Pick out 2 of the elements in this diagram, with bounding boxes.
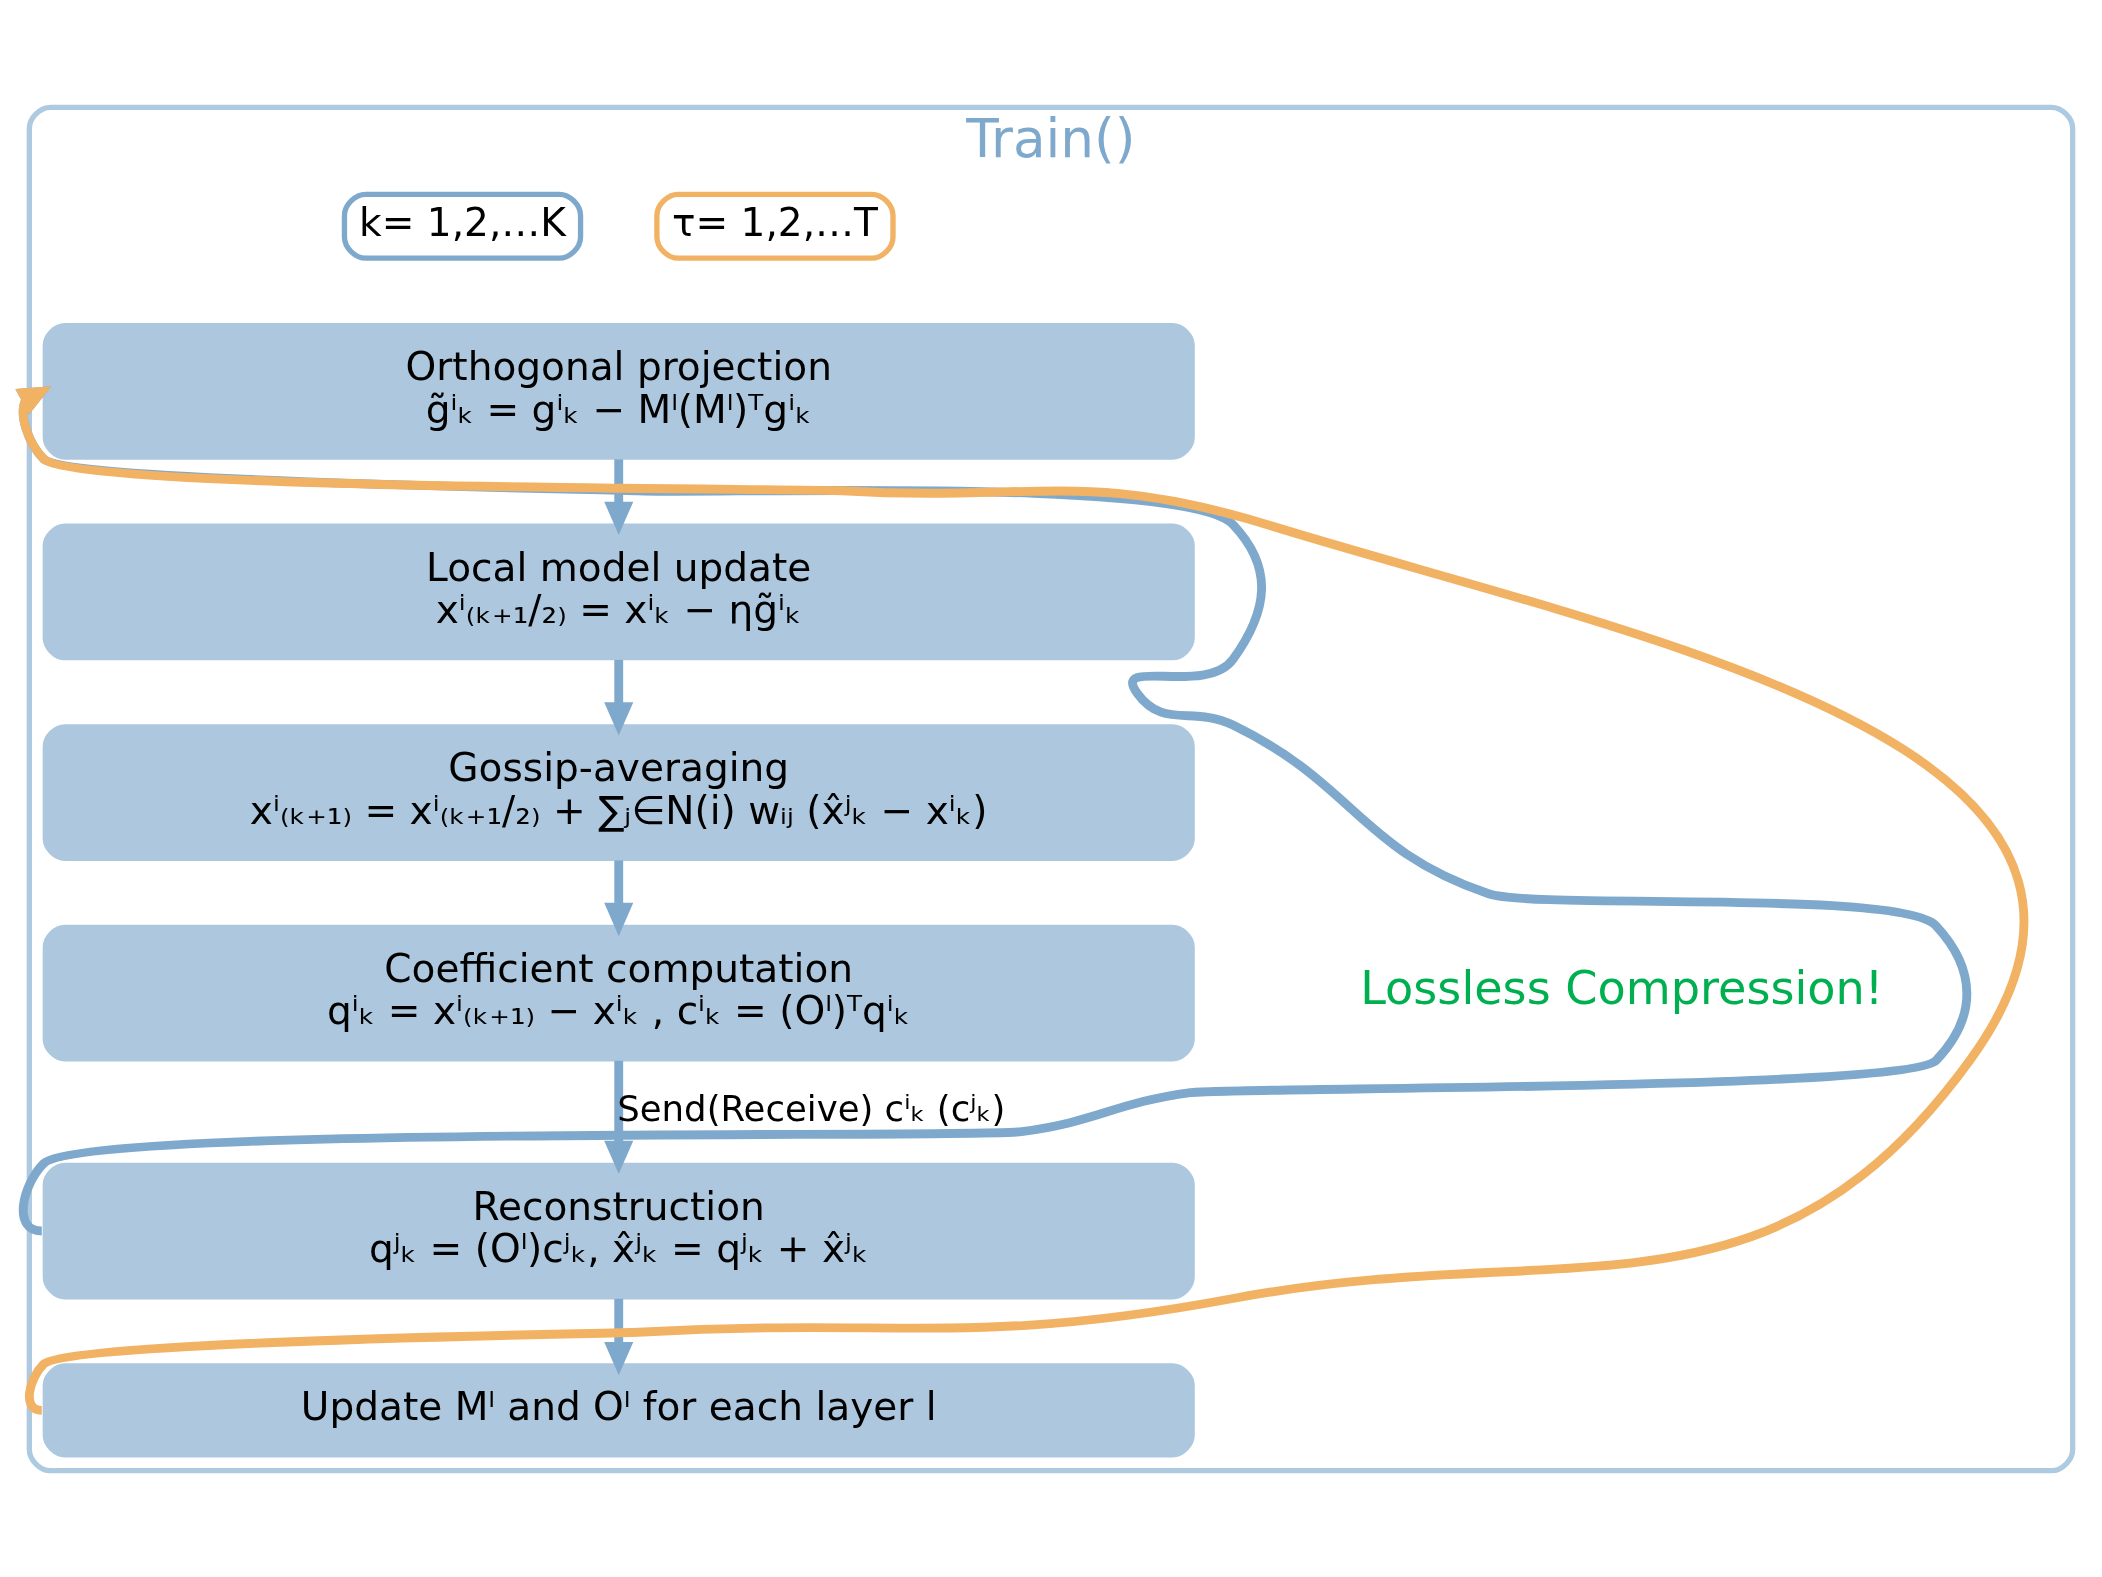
node-box: k= 1,2,…K [341, 191, 584, 261]
node-box: τ= 1,2,…T [654, 191, 896, 261]
